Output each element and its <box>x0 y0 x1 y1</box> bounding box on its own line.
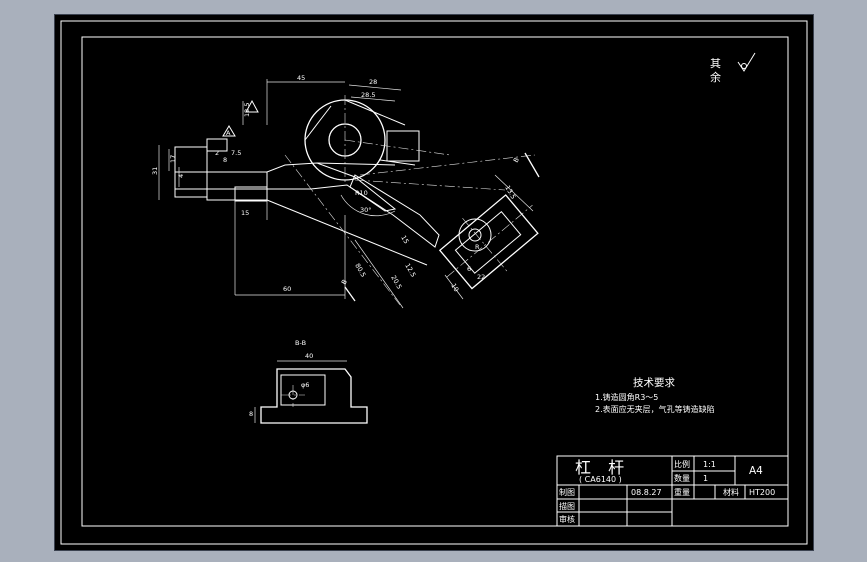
section-b-b: B-B 40 φ6 8 <box>249 339 368 424</box>
dim-7-5: 7.5 <box>231 149 241 157</box>
drawn-date: 08.8.27 <box>631 488 662 497</box>
dim-17: 17 <box>169 155 177 163</box>
dim-30-deg: 30° <box>360 206 372 214</box>
lever-part-drawing[interactable]: 其 余 <box>55 15 813 550</box>
dim-12-5-b: 12.5 <box>403 262 417 279</box>
dim-10: 10 <box>449 282 460 293</box>
dim-6: 6 <box>467 265 471 273</box>
section-hole-dim: φ6 <box>301 381 309 389</box>
part-name: 杠 杆 <box>575 458 630 477</box>
dim-13-5: 13.5 <box>503 184 517 201</box>
section-height-dim: 8 <box>249 410 253 418</box>
title-block: 杠 杆 ( CA6140 ) 比例 1:1 数量 1 A4 重量 材料 HT20… <box>556 455 789 527</box>
inner-frame <box>81 36 789 527</box>
roughness-note-line1: 其 <box>710 57 721 70</box>
tech-req-item2: 2.表面应无夹层，气孔等铸造缺陷 <box>595 404 715 414</box>
main-view: 45 28 28.5 12.5 31 17 4 8 2 7.5 A 15 60 … <box>151 74 540 309</box>
diagonal-arm <box>349 174 440 248</box>
qty-value: 1 <box>703 474 708 483</box>
dim-r10: R10 <box>355 189 368 197</box>
dim-31: 31 <box>151 167 159 175</box>
sheet-size: A4 <box>749 465 763 477</box>
section-profile <box>260 368 368 424</box>
tech-req-item1: 1.铸造圆角R3～5 <box>595 392 658 402</box>
datum-a-left <box>222 125 236 137</box>
dim-4: 4 <box>177 174 185 178</box>
cad-drawing-viewport[interactable]: 其 余 <box>54 14 814 551</box>
scale-value: 1:1 <box>703 460 716 469</box>
qty-label: 数量 <box>674 473 690 483</box>
scale-label: 比例 <box>674 459 690 469</box>
checked-label: 审核 <box>559 514 575 524</box>
dim-2: 2 <box>215 149 219 157</box>
roughness-note: 其 余 <box>710 52 756 84</box>
dim-15: 15 <box>241 209 249 217</box>
dim-80-5: 80.5 <box>353 262 367 279</box>
dim-45: 45 <box>297 74 305 82</box>
roughness-note-line2: 余 <box>710 70 721 84</box>
datum-a-top <box>245 99 259 113</box>
drawn-label: 制图 <box>559 487 575 497</box>
outer-frame <box>60 20 808 545</box>
dim-8: 8 <box>223 156 227 164</box>
tech-req-heading: 技术要求 <box>633 376 675 389</box>
technical-requirements: 技术要求 1.铸造圆角R3～5 2.表面应无夹层，气孔等铸造缺陷 <box>595 376 715 414</box>
cut-label-b-upper: B <box>512 156 521 164</box>
drafted-label: 描图 <box>559 501 575 511</box>
part-code: ( CA6140 ) <box>579 475 622 484</box>
dim-60: 60 <box>283 285 291 293</box>
check-roughness-icon <box>737 52 756 72</box>
dim-20-5: 20.5 <box>389 274 403 291</box>
material-label: 材料 <box>723 487 739 497</box>
dim-r: R <box>475 243 480 251</box>
dim-28-5: 28.5 <box>361 91 375 99</box>
dim-15-b: 15 <box>399 234 410 245</box>
cut-label-a: A <box>226 129 231 137</box>
dim-22: 22 <box>477 273 485 281</box>
material-value: HT200 <box>749 488 775 497</box>
weight-label: 重量 <box>674 487 690 497</box>
section-label: B-B <box>295 339 306 347</box>
cut-label-b-lower: B <box>340 278 349 286</box>
section-width-dim: 40 <box>305 352 313 360</box>
dim-28: 28 <box>369 78 377 86</box>
